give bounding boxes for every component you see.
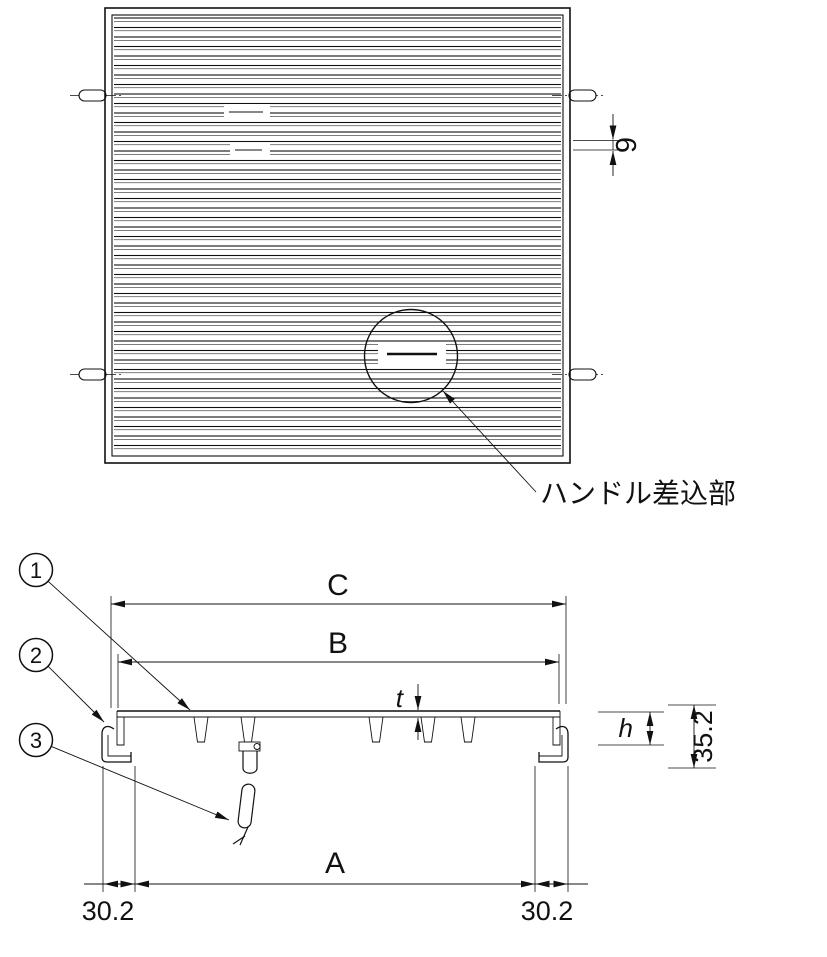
chain-assembly (232, 741, 261, 846)
chain-link (237, 783, 256, 829)
rib-4 (420, 716, 436, 743)
chain-hook (239, 826, 249, 846)
side-tab-bottom-right (568, 368, 597, 381)
rib-3 (368, 716, 384, 743)
end-bar-left (116, 711, 125, 746)
callout-3: 3 (18, 722, 230, 821)
pitch-label: 9 (611, 137, 643, 153)
callout-3-circle (18, 722, 54, 758)
frame-hook-left (101, 725, 132, 763)
handle-slot (378, 343, 446, 364)
pitch-dimension: 9 (573, 114, 643, 176)
callout-1-circle (18, 552, 54, 588)
callout-2-circle (18, 637, 54, 673)
dim-edge-right-label: 30.2 (521, 896, 574, 926)
grating-inner-frame (111, 14, 564, 457)
grating-section-profile (116, 710, 561, 746)
hinge-pin-icon (253, 743, 261, 750)
dim-overall-label: 35.2 (688, 710, 718, 763)
end-bar-right (552, 711, 561, 746)
dim-t-label: t (396, 683, 405, 713)
dim-a-and-edges: A 30.2 30.2 (82, 766, 588, 926)
dim-c-label: C (327, 569, 349, 602)
dim-t: t (396, 683, 422, 740)
grating-outer-frame (104, 7, 571, 464)
side-tab-top-left (78, 89, 107, 102)
dim-b-label: B (328, 627, 348, 660)
callout-3-leader (51, 746, 230, 821)
dim-b: B (117, 627, 560, 708)
shackle (242, 751, 258, 774)
rib-5 (460, 716, 476, 743)
dim-overall-height: 35.2 (668, 704, 718, 769)
handle-leader-line (442, 390, 537, 493)
detail-circle (363, 308, 459, 404)
handle-label: ハンドル差込部 (540, 478, 736, 509)
plan-view: ハンドル差込部 9 (70, 7, 736, 509)
callout-3-number: 3 (30, 728, 42, 753)
lift-slot-2 (230, 143, 270, 158)
dim-a-label: A (325, 847, 345, 880)
side-tab-top-right (568, 89, 597, 102)
callout-1-number: 1 (30, 558, 42, 583)
rib-1 (193, 716, 209, 743)
callout-2-leader (48, 666, 105, 723)
dim-h-label: h (619, 713, 633, 743)
chain-break-tick (232, 835, 246, 845)
callout-1-leader (48, 581, 191, 711)
dim-edge-left-label: 30.2 (82, 896, 135, 926)
section-view: C B (18, 552, 718, 926)
callout-2-number: 2 (30, 643, 42, 668)
callout-2: 2 (18, 637, 105, 723)
lift-slot-1 (224, 104, 270, 121)
dim-h: h (598, 711, 664, 746)
grating-slats (114, 17, 561, 454)
side-tab-bottom-left (78, 368, 107, 381)
dim-c: C (110, 569, 567, 708)
frame-hook-right (538, 725, 569, 763)
callout-1: 1 (18, 552, 191, 711)
